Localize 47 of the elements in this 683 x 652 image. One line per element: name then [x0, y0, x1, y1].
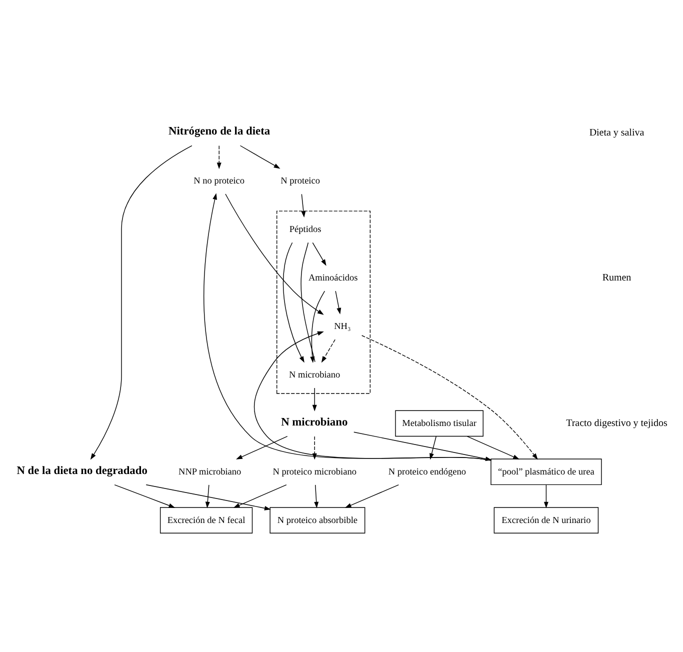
arrow: [254, 330, 491, 460]
label: Rumen: [602, 272, 632, 284]
arrow: [233, 484, 287, 508]
node-text: N proteico: [280, 176, 320, 186]
node-text: NH₃: [334, 321, 351, 332]
node-text: N de la dieta no degradado: [16, 464, 148, 476]
node-box: Excreción de N fecal: [160, 506, 253, 533]
arrow: [236, 436, 288, 459]
node-text: N microbiano: [289, 370, 340, 380]
node-text: N proteico endógeno: [388, 466, 466, 477]
node-text: Aminoácidos: [308, 272, 358, 283]
arrow: [544, 484, 548, 508]
arrow: [361, 334, 538, 460]
arrow: [114, 484, 176, 508]
arrow: [314, 484, 319, 508]
arrow: [301, 193, 306, 218]
node-box: Excreción de N urinario: [494, 506, 599, 533]
node-box: “pool” plasmático de urea: [490, 458, 602, 485]
arrow: [216, 144, 222, 169]
arrow: [146, 484, 271, 510]
arrow: [225, 193, 324, 314]
arrow: [90, 144, 192, 460]
node-text: N microbiano: [281, 416, 348, 428]
node-box: Metabolismo tisular: [395, 410, 484, 436]
arrow: [344, 484, 399, 508]
arrow: [240, 144, 280, 168]
arrow: [312, 387, 317, 411]
arrow: [205, 484, 210, 508]
arrow: [312, 242, 326, 266]
arrow: [466, 436, 520, 459]
arrow: [204, 192, 491, 460]
node-text: Péptidos: [289, 224, 322, 235]
node-text: N proteico microbiano: [272, 466, 356, 477]
label: Dieta y saliva: [589, 126, 644, 138]
arrow: [354, 431, 492, 461]
arrow: [312, 436, 317, 460]
node-text: N no proteico: [194, 176, 245, 186]
node-text: NNP microbiano: [178, 466, 242, 477]
arrow: [335, 290, 342, 314]
arrow: [321, 338, 336, 362]
label: Tracto digestivo y tejidos: [566, 418, 668, 429]
node-box: N proteico absorbible: [270, 506, 366, 533]
connector: [300, 242, 316, 362]
arrow: [310, 290, 326, 363]
node-text: Nitrógeno de la dieta: [168, 125, 270, 138]
arrow: [430, 436, 436, 460]
arrow: [282, 242, 304, 362]
